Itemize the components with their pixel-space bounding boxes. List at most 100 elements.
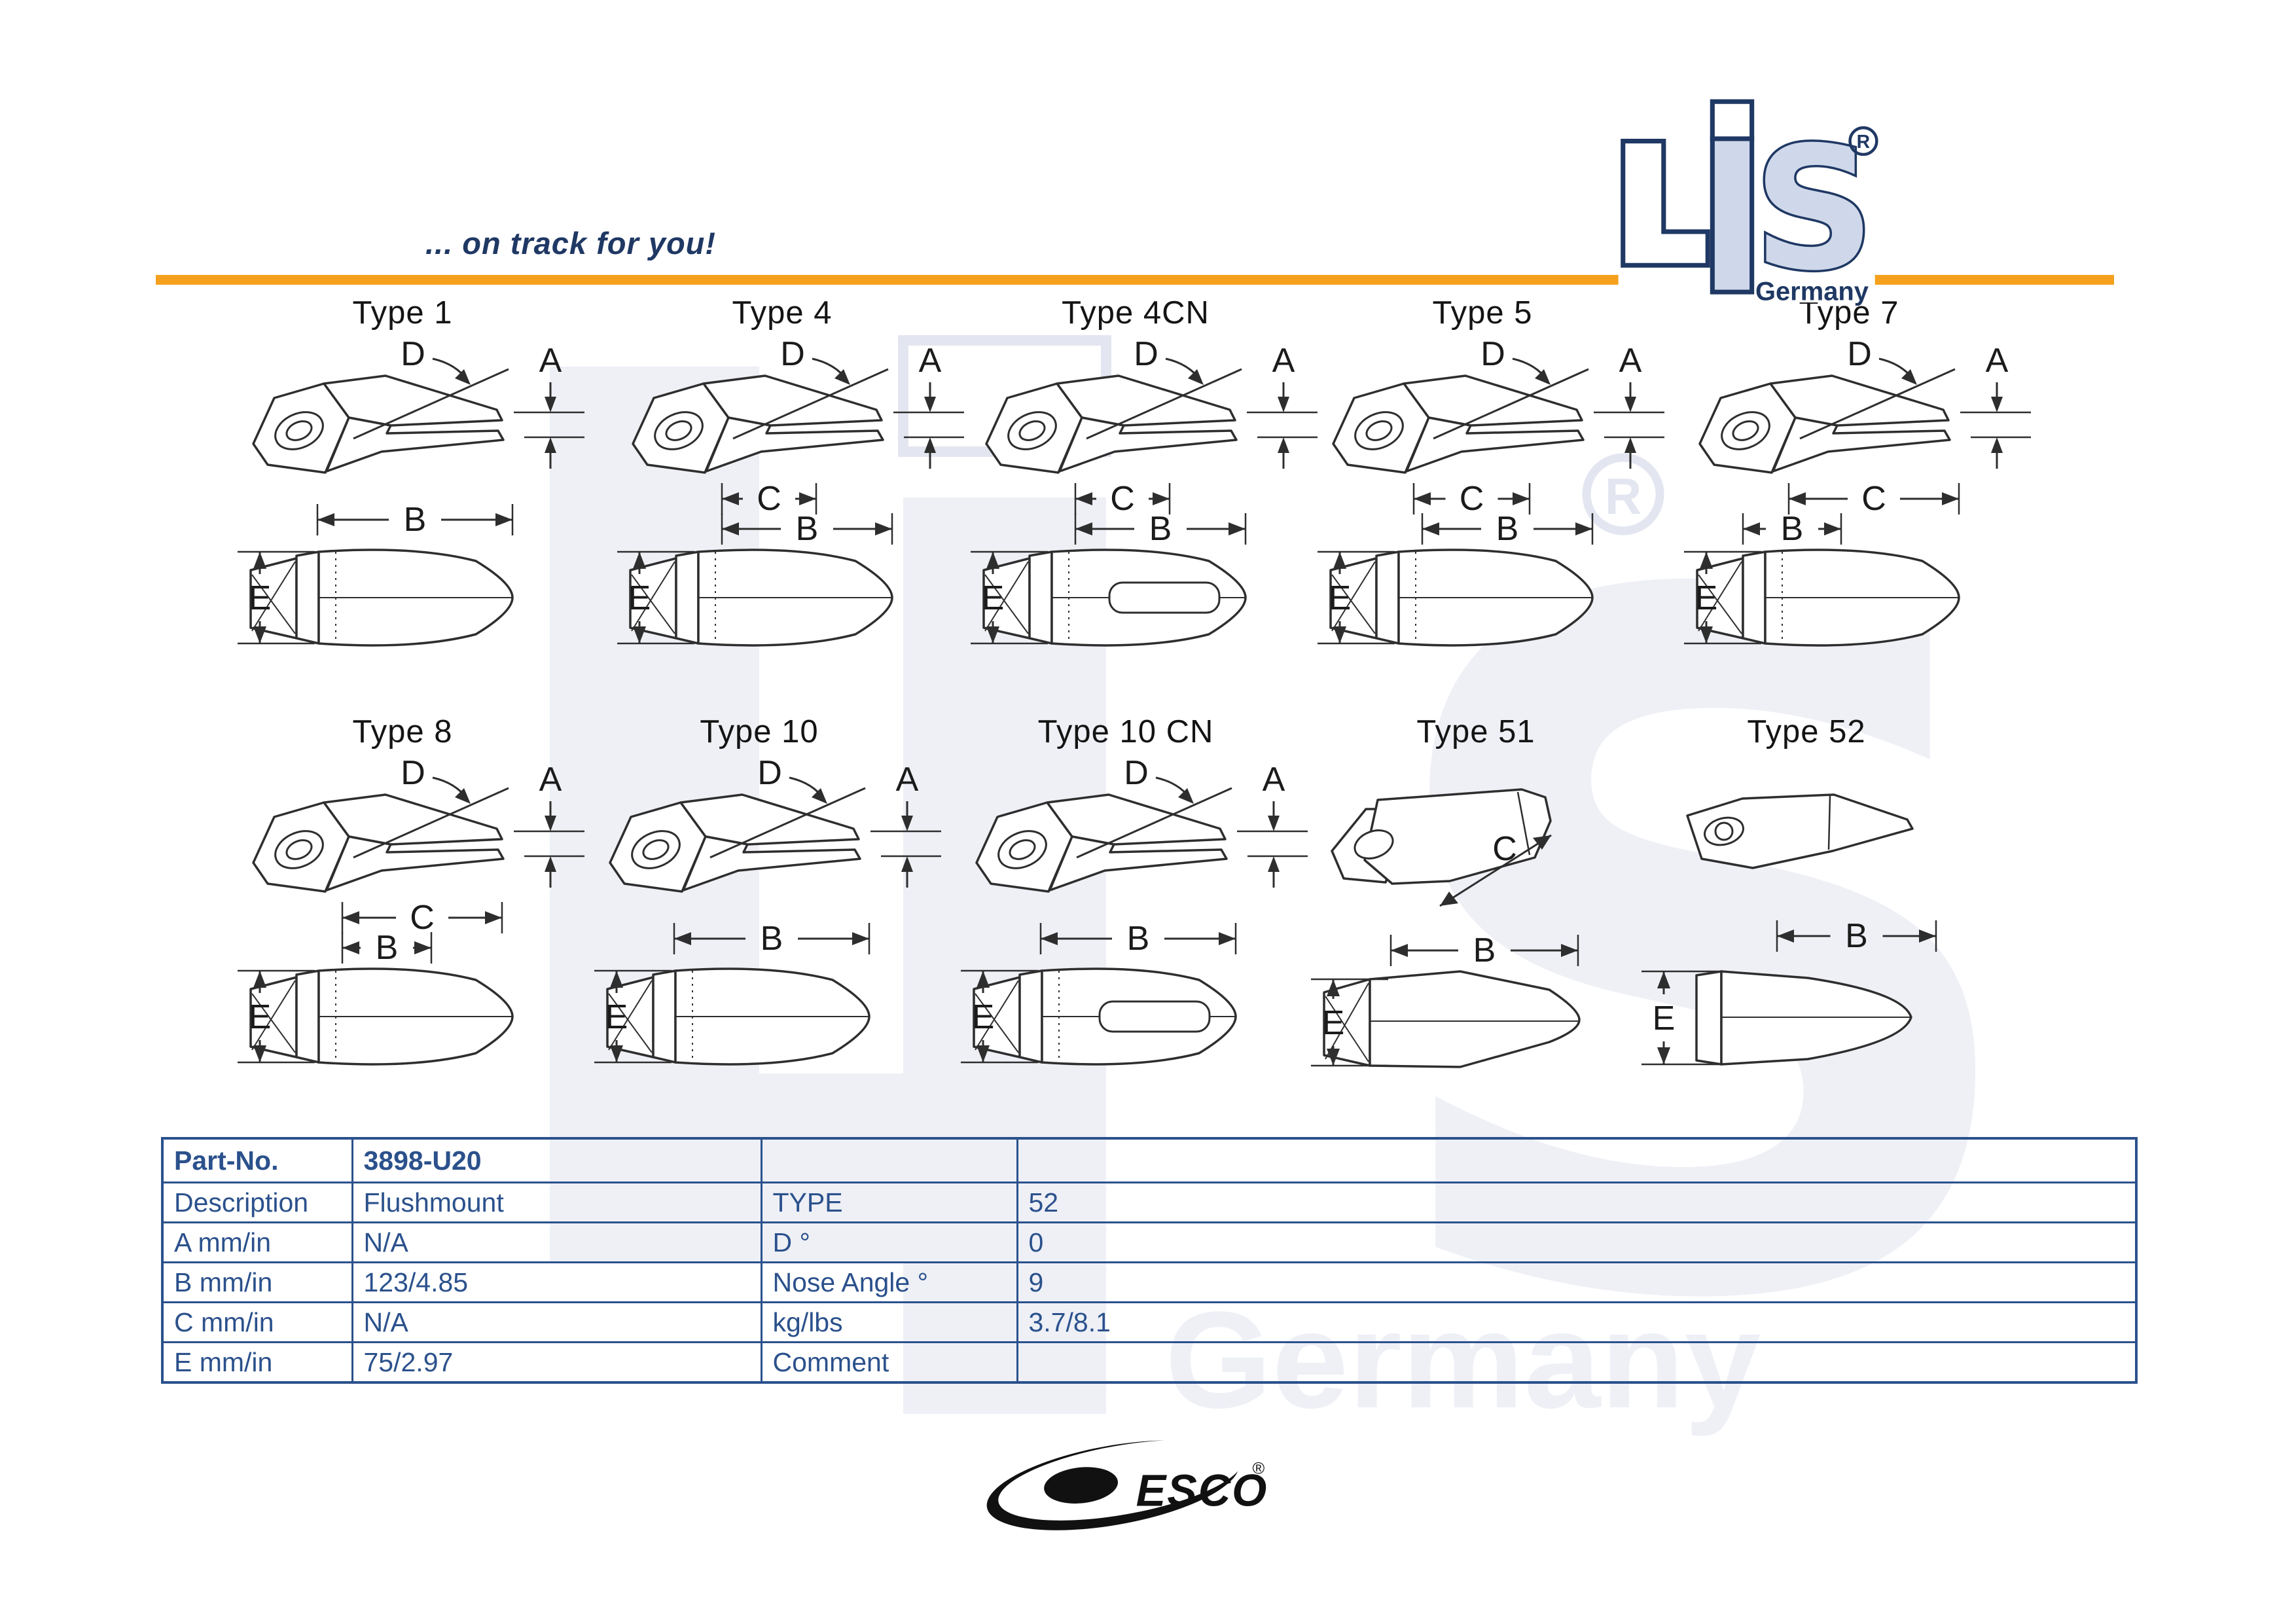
svg-text:B: B	[1127, 920, 1150, 958]
svg-text:D: D	[401, 335, 425, 373]
table-cell: N/A	[351, 1301, 762, 1343]
table-cell: 123/4.85	[351, 1261, 762, 1303]
svg-text:R: R	[1857, 132, 1870, 153]
svg-text:Germany: Germany	[1755, 278, 1869, 306]
table-cell: D °	[760, 1221, 1018, 1263]
table-cell: 52	[1016, 1182, 2138, 1223]
svg-text:B: B	[1781, 510, 1804, 548]
table-cell: TYPE	[760, 1182, 1018, 1223]
table-cell: Nose Angle °	[760, 1261, 1018, 1303]
type-drawing: D A CB E	[238, 754, 584, 1066]
table-cell: E mm/in	[161, 1341, 353, 1384]
svg-text:E: E	[249, 998, 272, 1036]
svg-text:A: A	[1272, 342, 1295, 380]
svg-text:D: D	[401, 754, 425, 792]
svg-text:E: E	[628, 579, 651, 617]
svg-text:A: A	[1986, 342, 2009, 380]
table-cell: A mm/in	[161, 1221, 353, 1263]
svg-text:E: E	[249, 579, 272, 617]
svg-text:A: A	[896, 761, 919, 799]
type-drawing: CBE	[1311, 788, 1581, 1068]
svg-text:B: B	[1473, 931, 1496, 969]
type-label: Type 10 CN	[1037, 714, 1214, 749]
type-label: Type 1	[352, 295, 453, 331]
table-cell	[760, 1137, 1018, 1183]
svg-text:B: B	[1496, 510, 1519, 548]
type-label: Type 4	[732, 295, 833, 331]
svg-text:E: E	[972, 998, 995, 1036]
lis-germany-logo: SR Germany	[1618, 99, 1878, 310]
svg-text:E: E	[982, 579, 1005, 617]
svg-text:A: A	[539, 342, 562, 380]
svg-text:R: R	[1605, 467, 1641, 525]
svg-text:S: S	[1753, 111, 1875, 308]
svg-text:A: A	[1263, 761, 1285, 799]
svg-text:B: B	[1845, 917, 1868, 955]
table-cell: 9	[1016, 1261, 2138, 1303]
svg-text:®: ®	[1253, 1460, 1265, 1478]
svg-text:B: B	[376, 929, 399, 967]
table-cell: Description	[161, 1182, 353, 1223]
table-cell: Comment	[760, 1341, 1018, 1384]
table-cell: kg/lbs	[760, 1301, 1018, 1343]
type-label: Type 52	[1747, 714, 1866, 749]
type-label: Type 5	[1432, 295, 1533, 331]
table-cell: C mm/in	[161, 1301, 353, 1343]
svg-text:E: E	[1322, 1004, 1345, 1042]
table-cell: Flushmount	[351, 1182, 762, 1223]
type-label: Type 4CN	[1062, 295, 1210, 331]
tagline: ... on track for you!	[425, 226, 717, 261]
svg-text:B: B	[404, 501, 427, 539]
svg-text:C: C	[1460, 480, 1484, 518]
svg-text:C: C	[1861, 480, 1886, 518]
svg-text:D: D	[1124, 754, 1149, 792]
svg-text:D: D	[1480, 335, 1505, 373]
type-label: Type 51	[1416, 714, 1535, 749]
svg-text:E: E	[1695, 579, 1718, 617]
svg-text:E: E	[605, 998, 628, 1036]
type-cell-type-10-cn: Type 10 CN D A B E	[942, 713, 1309, 1104]
type-drawing: D A B E	[238, 335, 584, 647]
type-label: Type 10	[700, 714, 819, 749]
type-drawing: D A CB E	[1318, 335, 1664, 647]
svg-text:D: D	[780, 335, 805, 373]
type-drawing: D A C B E	[1684, 335, 2031, 647]
svg-text:B: B	[1149, 510, 1172, 548]
table-cell: 0	[1016, 1221, 2138, 1263]
svg-text:E: E	[1653, 1000, 1676, 1038]
table-cell: 3.7/8.1	[1016, 1301, 2138, 1343]
svg-text:A: A	[539, 761, 562, 799]
type-label: Type 8	[352, 714, 453, 749]
type-drawing: BE	[1641, 793, 1937, 1066]
type-drawing: D A B E	[961, 754, 1308, 1066]
type-cell-type-1: Type 1 D A B E	[219, 295, 586, 685]
table-cell: Part-No.	[161, 1137, 353, 1183]
table-cell	[1016, 1341, 2138, 1384]
table-cell: 3898-U20	[351, 1137, 762, 1183]
svg-text:C: C	[410, 899, 435, 937]
svg-text:A: A	[1619, 342, 1642, 380]
svg-text:B: B	[761, 920, 783, 958]
svg-text:E: E	[1329, 579, 1352, 617]
svg-text:ESCO: ESCO	[1136, 1466, 1268, 1515]
svg-text:D: D	[1134, 335, 1158, 373]
svg-text:A: A	[919, 342, 942, 380]
table-cell: B mm/in	[161, 1261, 353, 1303]
table-row: Part-No.3898-U20	[161, 1137, 2138, 1183]
table-cell: N/A	[351, 1221, 762, 1263]
svg-text:D: D	[1847, 335, 1872, 373]
